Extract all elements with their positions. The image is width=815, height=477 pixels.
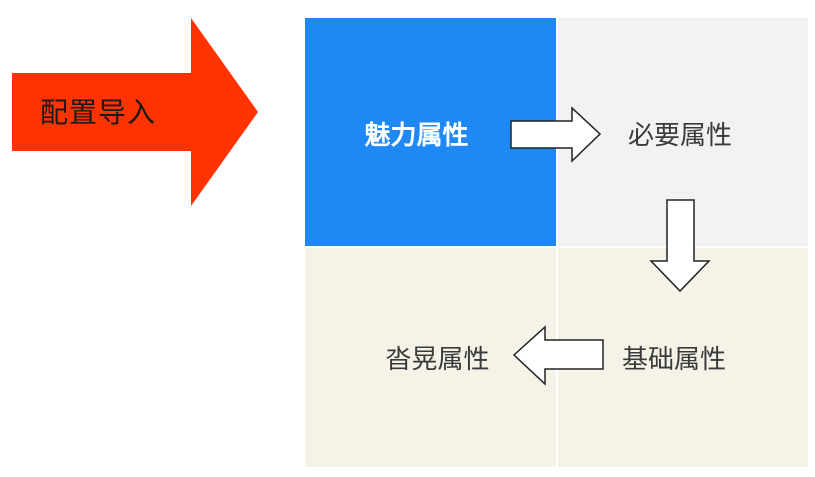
quadrant-top-left-label: 魅力属性 <box>364 121 469 151</box>
quadrant-top-right-label: 必要属性 <box>627 121 732 151</box>
import-arrow-label: 配置导入 <box>40 96 157 129</box>
quadrant-bottom-right: 基础属性 <box>558 248 808 467</box>
quadrant-top-left: 魅力属性 <box>305 18 556 246</box>
quadrant-bottom-left-label: 沓晃属性 <box>385 345 490 375</box>
quadrant-bottom-right-label: 基础属性 <box>621 345 726 375</box>
quadrant-top-right: 必要属性 <box>558 18 808 246</box>
quadrant-bottom-left: 沓晃属性 <box>305 248 556 467</box>
